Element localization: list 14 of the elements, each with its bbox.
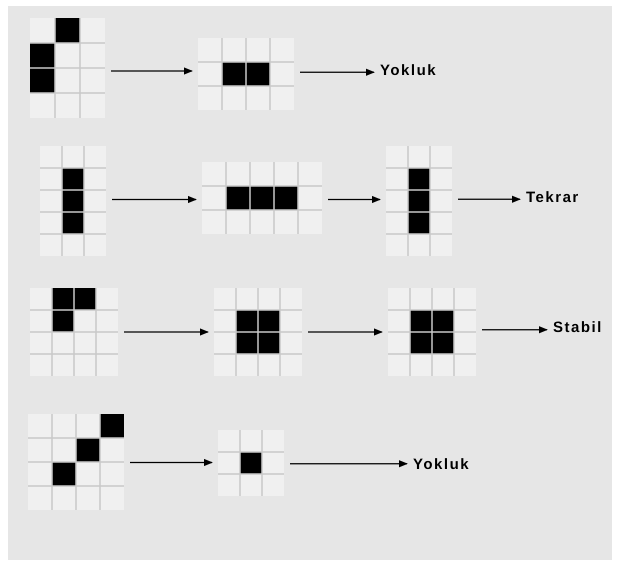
outcome-label: Yokluk — [413, 456, 470, 473]
arrow — [482, 326, 548, 334]
arrow — [308, 328, 383, 336]
arrow — [300, 68, 375, 76]
arrow — [124, 328, 209, 336]
arrow — [290, 460, 408, 468]
arrow — [130, 458, 213, 466]
arrow — [328, 196, 381, 204]
arrow — [458, 196, 521, 203]
arrow — [112, 196, 197, 204]
arrow — [111, 67, 193, 75]
outcome-label: Tekrar — [526, 189, 580, 206]
outcome-label: Yokluk — [380, 62, 438, 79]
outcome-label: Stabil — [553, 319, 603, 336]
